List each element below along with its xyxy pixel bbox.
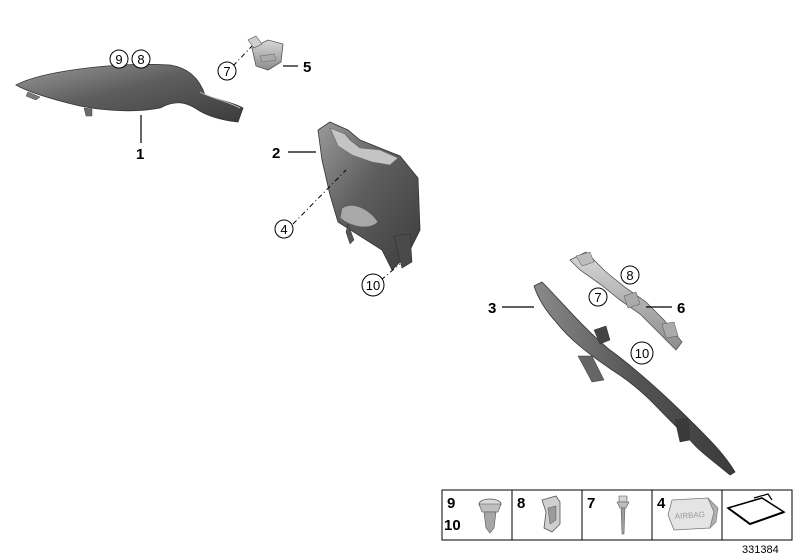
reference-number: 331384 [742,544,779,556]
part-3-trim [533,281,736,476]
dashed-4-mid [292,169,347,225]
part-number-6: 6 [677,300,685,317]
part-number-5: 5 [303,59,311,76]
rivet-icon [616,495,630,535]
part-number-1: 1 [136,146,144,163]
dashed-10-mid [380,263,401,281]
svg-text:9: 9 [115,52,122,67]
assembly-symbol-icon [726,493,786,526]
svg-text:8: 8 [137,52,144,67]
legend-label-8: 8 [517,495,525,512]
part-number-3: 3 [488,300,496,317]
callout-9-top: 9 [109,49,129,69]
callout-7-right: 7 [588,287,608,307]
callout-4-mid: 4 [274,219,294,239]
part-6-bracket [569,251,683,351]
callout-10-mid: 10 [361,273,385,297]
legend-label-4: 4 [657,495,666,512]
svg-text:8: 8 [626,268,633,283]
svg-text:10: 10 [635,346,649,361]
legend-label-10: 10 [444,517,461,534]
airbag-badge-icon: AIRBAG [667,497,719,531]
svg-text:7: 7 [594,290,601,305]
svg-text:4: 4 [280,222,287,237]
part-2-trim [317,121,421,271]
clip-icon [478,498,502,534]
callout-7-top: 7 [217,61,237,81]
part-number-2: 2 [272,145,280,162]
legend-label-7: 7 [587,495,595,512]
dashed-7-top [232,45,253,67]
part-1-trim [15,64,244,123]
callout-8-top: 8 [131,49,151,69]
legend-label-9: 9 [447,495,455,512]
callout-10-right: 10 [630,341,654,365]
fastener-legend: 9 10 8 7 4 AIRBAG [441,489,793,541]
svg-text:7: 7 [223,64,230,79]
svg-text:10: 10 [366,278,380,293]
airbag-label: AIRBAG [674,510,705,521]
spring-clip-icon [541,495,561,533]
part-5-bracket [247,35,284,71]
callout-8-right: 8 [620,265,640,285]
